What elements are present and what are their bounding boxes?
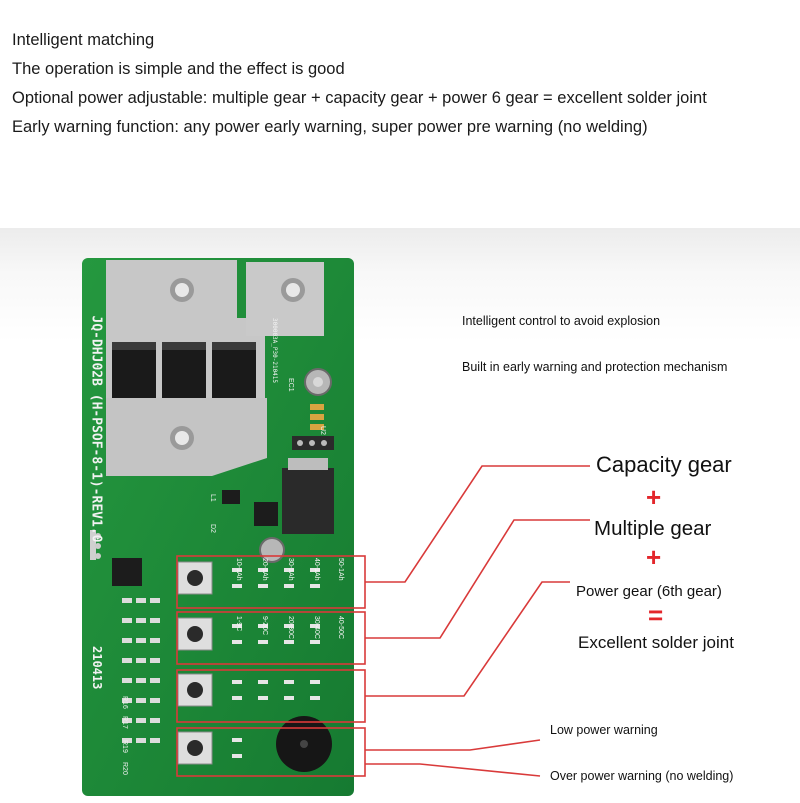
- multiple-value-5: 40-50C: [337, 616, 344, 639]
- over-power-warning: Over power warning (no welding): [550, 769, 734, 783]
- label-r19: R19: [121, 740, 128, 753]
- multiple-value-2: 9-20C: [261, 616, 268, 636]
- ic-chip: [112, 558, 142, 586]
- capacity-value-4: 40-1Ah: [313, 558, 320, 581]
- intro-line-3: Optional power adjustable: multiple gear…: [12, 89, 707, 107]
- result-label: Excellent solder joint: [578, 633, 734, 652]
- push-button-1: [177, 561, 213, 595]
- board-model-text: JQ-DHJ02B (H-PSOF-8-1)-REV1.0: [88, 315, 104, 543]
- plus-sign-2: +: [646, 542, 662, 572]
- intro-line-1: Intelligent matching: [12, 31, 155, 49]
- pad-top-right: [246, 262, 324, 336]
- label-r16: R16: [121, 696, 128, 709]
- pcb-board: JQ-DHJ02B (H-PSOF-8-1)-REV1.0 300003A_P3…: [82, 258, 372, 798]
- mosfet-3: [212, 346, 256, 398]
- multiple-gear-label: Multiple gear: [594, 517, 712, 540]
- intro-line-2: The operation is simple and the effect i…: [12, 60, 345, 78]
- capacity-value-1: 10-1Ah: [235, 558, 242, 581]
- feature-warning: Built in early warning and protection me…: [462, 360, 728, 374]
- multiple-value-4: 30-40C: [313, 616, 320, 639]
- label-r17: R17: [121, 716, 128, 729]
- capacity-value-2: 20-1Ah: [261, 558, 268, 581]
- capacity-value-3: 30-1Ah: [287, 558, 294, 581]
- push-button-4: [177, 731, 213, 765]
- label-l1: L1: [209, 494, 216, 502]
- push-button-3: [177, 673, 213, 707]
- board-date-code: 210413: [90, 646, 104, 690]
- power-gear-label: Power gear (6th gear): [576, 583, 722, 600]
- multiple-value-3: 20-30C: [287, 616, 294, 639]
- intro-text: Intelligent matching The operation is si…: [12, 26, 800, 142]
- resistor-column: [122, 598, 160, 743]
- feature-control: Intelligent control to avoid explosion: [462, 314, 661, 328]
- mosfet-2: [162, 346, 206, 398]
- low-power-warning: Low power warning: [550, 723, 658, 737]
- regulator: [282, 468, 334, 534]
- capacity-value-5: 50-1Ah: [337, 558, 344, 581]
- label-u2: U2: [319, 426, 326, 435]
- label-d2: D2: [209, 524, 216, 533]
- multiple-value-1: 1-9C: [235, 616, 242, 632]
- equals-sign: =: [648, 600, 664, 630]
- mosfet-1: [112, 346, 156, 398]
- capacity-gear-label: Capacity gear: [596, 452, 732, 477]
- label-r20: R20: [121, 762, 128, 775]
- push-button-2: [177, 617, 213, 651]
- label-ec1: EC1: [287, 378, 294, 392]
- board-small-code: 300003A_P30-210415: [271, 318, 278, 384]
- intro-line-4: Early warning function: any power early …: [12, 118, 648, 136]
- plus-sign-1: +: [646, 482, 662, 512]
